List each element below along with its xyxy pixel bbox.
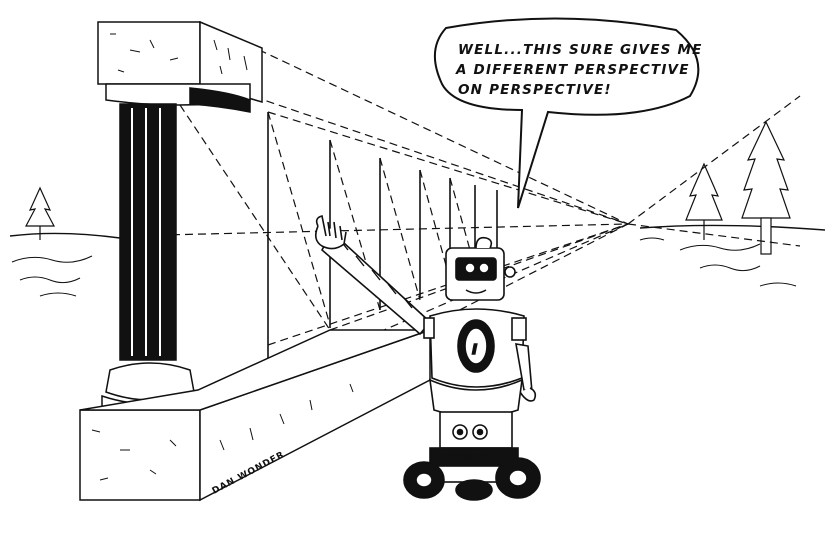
robot-wheels	[403, 457, 541, 501]
robot-base-label: LIGHTBOX	[446, 454, 486, 462]
tree-left	[25, 186, 55, 240]
speech-bubble: WELL...THIS SURE GIVES ME A DIFFERENT PE…	[434, 17, 703, 209]
horizon-line	[9, 224, 825, 239]
ground-texture	[11, 237, 797, 297]
top-beam	[97, 20, 263, 103]
robot-chest-symbol: i	[472, 342, 478, 358]
tree-right-large	[741, 120, 791, 255]
speech-line-1: WELL...THIS SURE GIVES ME	[458, 42, 703, 58]
robot: i LIGHTBOX	[314, 215, 541, 501]
speech-line-2: A DIFFERENT PERSPECTIVE	[455, 62, 690, 78]
column	[101, 83, 251, 413]
speech-line-3: ON PERSPECTIVE!	[458, 82, 612, 98]
vertical-posts	[267, 112, 498, 360]
bottom-block	[79, 328, 431, 502]
tree-right-small	[685, 162, 723, 240]
